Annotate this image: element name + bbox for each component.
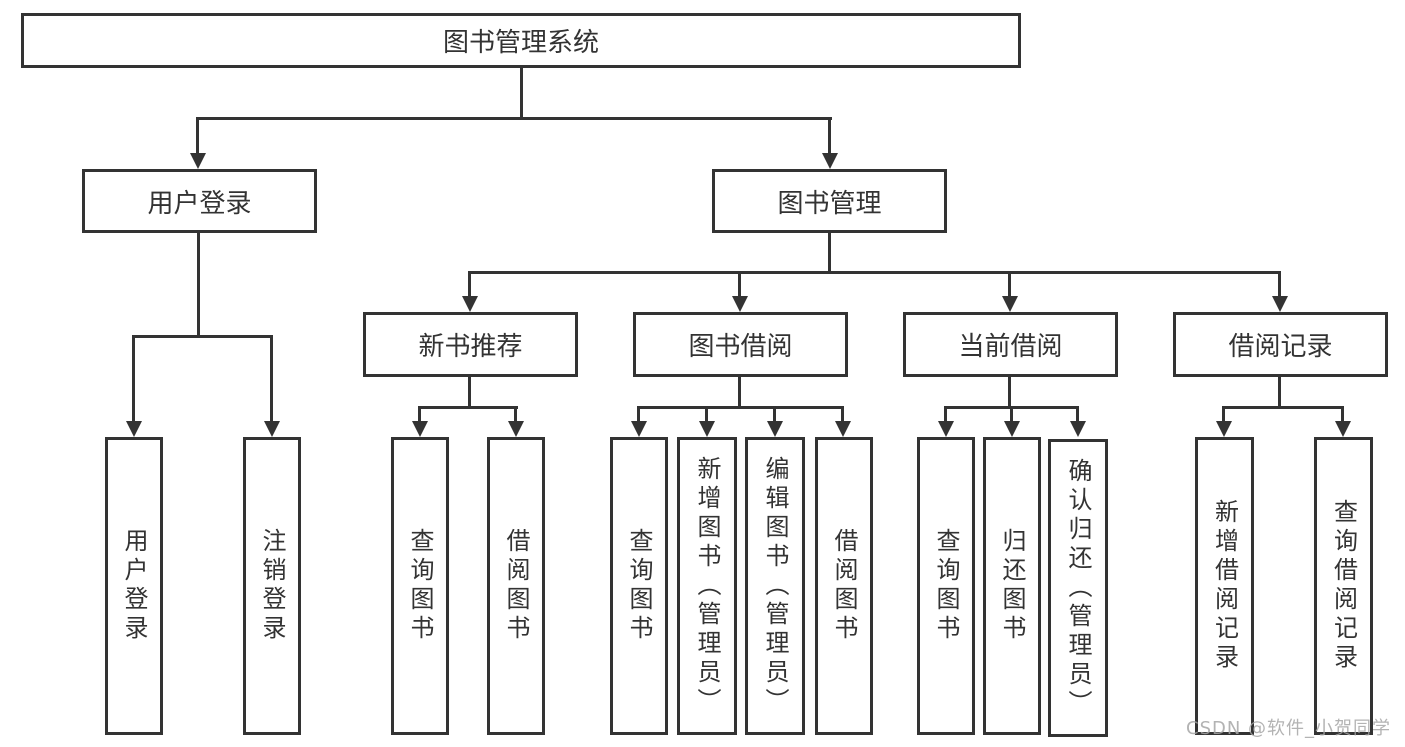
arrow-down-icon xyxy=(835,421,851,437)
node-book-management: 图书管理 xyxy=(712,169,947,233)
node-root: 图书管理系统 xyxy=(21,13,1021,68)
node-book-management-label: 图书管理 xyxy=(777,188,882,219)
node-new-book-recommend: 新书推荐 xyxy=(363,312,578,377)
connector-line xyxy=(944,406,947,422)
connector-line xyxy=(418,406,421,422)
node-user-login-label: 用户登录 xyxy=(147,188,252,219)
arrow-down-icon xyxy=(938,421,954,437)
leaf-borrow-books-borrow-label: 借阅图书 xyxy=(830,528,858,644)
node-user-login: 用户登录 xyxy=(82,169,317,233)
arrow-down-icon xyxy=(190,153,206,169)
leaf-query-books-borrow-label: 查询图书 xyxy=(625,528,653,644)
connector-line xyxy=(132,335,273,338)
connector-line xyxy=(1278,377,1281,408)
connector-line xyxy=(841,406,844,422)
connector-line xyxy=(1010,406,1013,422)
arrow-down-icon xyxy=(767,421,783,437)
arrow-down-icon xyxy=(264,421,280,437)
leaf-query-books-borrow: 查询图书 xyxy=(610,437,668,735)
connector-line xyxy=(270,335,273,422)
connector-line xyxy=(738,271,741,298)
connector-line xyxy=(132,335,135,422)
leaf-query-borrow-record: 查询借阅记录 xyxy=(1314,437,1373,735)
arrow-down-icon xyxy=(508,421,524,437)
node-current-borrow-label: 当前借阅 xyxy=(958,332,1063,362)
leaf-query-borrow-record-label: 查询借阅记录 xyxy=(1329,499,1358,673)
connector-line xyxy=(705,406,708,422)
connector-line xyxy=(520,68,523,118)
leaf-confirm-return-admin: 确认归还（管理员） xyxy=(1048,439,1108,737)
connector-line xyxy=(468,271,471,298)
watermark: CSDN @软件_小贺同学 xyxy=(1186,718,1392,739)
arrow-down-icon xyxy=(732,296,748,312)
connector-line xyxy=(468,377,471,408)
connector-line xyxy=(1222,406,1225,422)
arrow-down-icon xyxy=(822,153,838,169)
connector-line xyxy=(418,406,518,409)
connector-line xyxy=(514,406,517,422)
connector-line xyxy=(828,233,831,274)
leaf-return-book-label: 归还图书 xyxy=(998,528,1026,644)
leaf-borrow-books-recommend: 借阅图书 xyxy=(487,437,545,735)
node-borrow-records-label: 借阅记录 xyxy=(1228,332,1333,362)
leaf-query-books-current: 查询图书 xyxy=(917,437,975,735)
arrow-down-icon xyxy=(1216,421,1232,437)
arrow-down-icon xyxy=(1070,421,1086,437)
leaf-add-borrow-record-label: 新增借阅记录 xyxy=(1210,499,1239,673)
leaf-add-book-admin-label: 新增图书（管理员） xyxy=(693,455,721,717)
connector-line xyxy=(738,377,741,408)
arrow-down-icon xyxy=(412,421,428,437)
leaf-edit-book-admin-label: 编辑图书（管理员） xyxy=(761,455,789,717)
leaf-user-login: 用户登录 xyxy=(105,437,163,735)
connector-line xyxy=(1008,377,1011,408)
leaf-query-books-recommend: 查询图书 xyxy=(391,437,449,735)
connector-line xyxy=(637,406,640,422)
leaf-logout-label: 注销登录 xyxy=(258,528,286,644)
arrow-down-icon xyxy=(462,296,478,312)
leaf-logout: 注销登录 xyxy=(243,437,301,735)
leaf-return-book: 归还图书 xyxy=(983,437,1041,735)
arrow-down-icon xyxy=(1335,421,1351,437)
node-new-book-recommend-label: 新书推荐 xyxy=(418,332,523,362)
arrow-down-icon xyxy=(1272,296,1288,312)
connector-line xyxy=(1222,406,1344,409)
leaf-query-books-recommend-label: 查询图书 xyxy=(406,528,434,644)
arrow-down-icon xyxy=(1002,296,1018,312)
leaf-user-login-label: 用户登录 xyxy=(120,528,148,644)
connector-line xyxy=(468,271,1281,274)
connector-line xyxy=(773,406,776,422)
leaf-borrow-books-recommend-label: 借阅图书 xyxy=(502,528,530,644)
connector-line xyxy=(196,117,832,120)
node-book-borrow-label: 图书借阅 xyxy=(688,332,793,362)
arrow-down-icon xyxy=(1004,421,1020,437)
arrow-down-icon xyxy=(126,421,142,437)
leaf-add-borrow-record: 新增借阅记录 xyxy=(1195,437,1254,735)
node-current-borrow: 当前借阅 xyxy=(903,312,1118,377)
leaf-add-book-admin: 新增图书（管理员） xyxy=(677,437,737,735)
connector-line xyxy=(196,117,199,155)
connector-line xyxy=(1278,271,1281,298)
connector-line xyxy=(1076,406,1079,422)
arrow-down-icon xyxy=(699,421,715,437)
connector-line xyxy=(197,233,200,337)
connector-line xyxy=(637,406,844,409)
node-book-borrow: 图书借阅 xyxy=(633,312,848,377)
leaf-edit-book-admin: 编辑图书（管理员） xyxy=(745,437,805,735)
connector-line xyxy=(1341,406,1344,422)
leaf-borrow-books-borrow: 借阅图书 xyxy=(815,437,873,735)
node-borrow-records: 借阅记录 xyxy=(1173,312,1388,377)
leaf-confirm-return-admin-label: 确认归还（管理员） xyxy=(1064,457,1092,719)
connector-line xyxy=(828,117,831,155)
leaf-query-books-current-label: 查询图书 xyxy=(932,528,960,644)
connector-line xyxy=(1008,271,1011,298)
arrow-down-icon xyxy=(631,421,647,437)
node-root-label: 图书管理系统 xyxy=(442,28,599,58)
